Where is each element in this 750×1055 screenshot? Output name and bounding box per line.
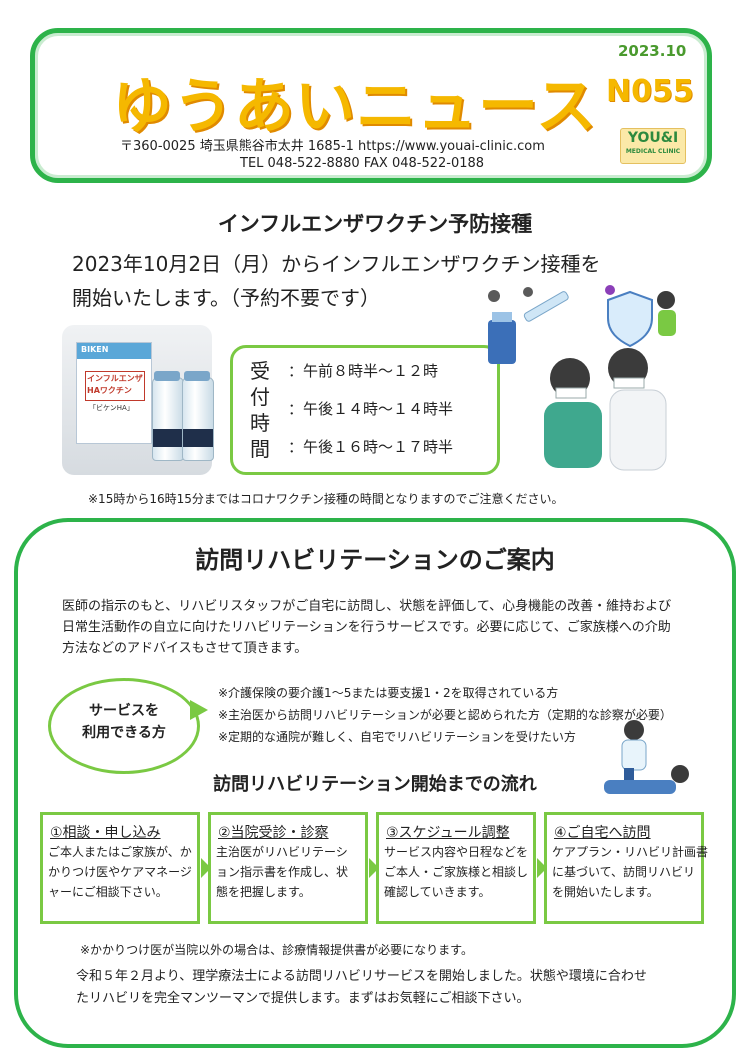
clinic-phone-fax: TEL 048-522-8880 FAX 048-522-0188 xyxy=(240,156,485,171)
vial xyxy=(152,377,184,461)
rehab-illustration xyxy=(604,720,689,794)
flow-step-line: を開始いたします。 xyxy=(552,885,659,899)
vaccine-note: ※15時から16時15分まではコロナワクチン接種の時間となりますのでご注意くださ… xyxy=(88,492,564,506)
referral-footnote: ※かかりつけ医が当院以外の場合は、診療情報提供書が必要になります。 xyxy=(80,943,473,957)
logo-text-top: YOU&I xyxy=(627,130,679,146)
reception-hours-box xyxy=(230,345,500,475)
flow-step-2 xyxy=(208,812,368,924)
bubble-line: サービスを xyxy=(89,703,159,719)
vial-label xyxy=(183,429,213,447)
vaccine-package: BIKEN インフルエンザHAワクチン 「ビケンHA」 xyxy=(76,342,152,444)
rehab-title: 訪問リハビリテーションのご案内 xyxy=(195,546,555,574)
virus-icon xyxy=(605,285,615,295)
rehab-closing-line: 令和５年２月より、理学療法士による訪問リハビリサービスを開始しました。状態や環境… xyxy=(76,969,647,984)
reception-label-char: 受 xyxy=(250,359,270,383)
flow-step-1 xyxy=(40,812,200,924)
rehab-description-line: 医師の指示のもと、リハビリスタッフがご自宅に訪問し、状態を評価して、心身機能の改… xyxy=(62,599,672,614)
rehab-description-line: 方法などのアドバイスもさせて頂きます。 xyxy=(62,641,308,656)
flow-arrow-icon xyxy=(369,858,379,878)
virus-icon xyxy=(523,287,533,297)
eligibility-condition: ※定期的な通院が難しく、自宅でリハビリテーションを受けたい方 xyxy=(218,730,576,744)
eligibility-bubble-text: サービスを 利用できる方 xyxy=(48,700,200,744)
syringe-icon xyxy=(523,291,569,322)
eligibility-condition: ※介護保険の要介護1～5または要支援1・2を取得されている方 xyxy=(218,686,559,700)
vaccine-title: インフルエンザワクチン予防接種 xyxy=(217,212,533,236)
clinic-logo: YOU&I MEDICAL CLINIC xyxy=(620,128,686,164)
header-frame xyxy=(30,28,712,183)
eligibility-bubble xyxy=(48,678,200,774)
flow-step-text: サービス内容や日程などを ご本人・ご家族様と相談し 確認していきます。 xyxy=(384,842,528,902)
package-band xyxy=(77,343,151,359)
vaccine-lead: 2023年10月2日（月）からインフルエンザワクチン接種を 開始いたします。（予… xyxy=(72,247,672,315)
flow-step-line: ョン指示書を作成し、状 xyxy=(216,865,349,879)
reception-label: 受 付 時 間 xyxy=(247,358,273,462)
vial xyxy=(182,377,214,461)
flow-step-text: 主治医がリハビリテーシ ョン指示書を作成し、状 態を把握します。 xyxy=(216,842,348,902)
vial-cap xyxy=(184,371,210,381)
vaccine-lead-line: 2023年10月2日（月）からインフルエンザワクチン接種を xyxy=(72,252,601,276)
reception-time: ：午後１６時～１７時半 xyxy=(288,438,454,456)
logo-text-bottom: MEDICAL CLINIC xyxy=(625,148,681,155)
therapist-icon xyxy=(624,720,644,740)
flow-title: 訪問リハビリテーション開始までの流れ xyxy=(213,774,537,795)
flow-step-heading: ②当院受診・診察 xyxy=(218,825,329,841)
reception-time: ：午後１４時～１４時半 xyxy=(288,400,454,418)
rehab-closing-line: たリハビリを完全マンツーマンで提供します。まずはお気軽にご相談下さい。 xyxy=(76,991,530,1006)
flow-step-heading: ④ご自宅へ訪問 xyxy=(554,825,651,841)
rehab-description: 医師の指示のもと、リハビリスタッフがご自宅に訪問し、状態を評価して、心身機能の改… xyxy=(62,596,702,659)
person-icon xyxy=(657,291,675,309)
package-sub: 「ビケンHA」 xyxy=(89,404,134,412)
flow-step-heading: ①相談・申し込み xyxy=(50,825,161,841)
package-brand: BIKEN xyxy=(81,345,109,354)
reception-label-char: 付 xyxy=(250,385,270,409)
flow-step-line: かりつけ医やケアマネージ xyxy=(48,865,192,879)
flow-step-line: 主治医がリハビリテーシ xyxy=(216,845,348,859)
vaccination-illustration xyxy=(488,285,676,471)
issue-number: N055 xyxy=(606,74,694,109)
flow-step-line: 確認していきます。 xyxy=(384,885,491,899)
masthead-title: ゆうあいニュース xyxy=(112,72,597,142)
eligibility-condition: ※主治医から訪問リハビリテーションが必要と認められた方（定期的な診察が必要） xyxy=(218,708,672,722)
rehab-closing: 令和５年２月より、理学療法士による訪問リハビリサービスを開始しました。状態や環境… xyxy=(76,966,676,1010)
package-name: インフルエンザHAワクチン xyxy=(87,374,143,395)
flow-step-line: に基づいて、訪問リハビリ xyxy=(552,865,696,879)
flow-step-line: サービス内容や日程などを xyxy=(384,845,529,859)
bubble-line: 利用できる方 xyxy=(82,725,166,741)
flow-step-4 xyxy=(544,812,704,924)
rehab-description-line: 日常生活動作の自立に向けたリハビリテーションを行うサービスです。必要に応じて、ご… xyxy=(62,620,671,635)
package-label xyxy=(85,371,145,401)
issue-date: 2023.10 xyxy=(618,42,687,60)
flow-step-line: ケアプラン・リハビリ計画書 xyxy=(552,845,709,859)
flow-step-text: ご本人またはご家族が、か かりつけ医やケアマネージ ャーにご相談下さい。 xyxy=(48,842,192,902)
flow-step-heading: ③スケジュール調整 xyxy=(386,825,510,841)
flow-step-text: ケアプラン・リハビリ計画書 に基づいて、訪問リハビリ を開始いたします。 xyxy=(552,842,708,902)
patient-icon xyxy=(671,765,689,783)
vial-label xyxy=(153,429,183,447)
flow-arrow-icon xyxy=(201,858,211,878)
virus-icon xyxy=(488,290,500,302)
reception-time: ：午前８時半～１２時 xyxy=(288,362,439,380)
vaccine-product-image: BIKEN インフルエンザHAワクチン 「ビケンHA」 xyxy=(62,325,214,475)
bubble-tail xyxy=(190,700,208,720)
clinic-address: 〒360-0025 埼玉県熊谷市太井 1685-1 https://www.yo… xyxy=(120,139,545,154)
reception-label-char: 時 xyxy=(250,411,270,435)
flow-step-line: ご本人またはご家族が、か xyxy=(48,845,192,859)
vaccine-lead-line: 開始いたします。（予約不要です） xyxy=(72,286,380,310)
vaccine-bottle-icon xyxy=(488,320,516,364)
flow-step-line: ご本人・ご家族様と相談し xyxy=(384,865,529,879)
flow-arrow-icon xyxy=(537,858,547,878)
shield-icon xyxy=(607,290,653,348)
flow-step-3 xyxy=(376,812,536,924)
reception-label-char: 間 xyxy=(250,437,270,461)
flow-step-line: ャーにご相談下さい。 xyxy=(48,885,168,899)
vial-cap xyxy=(154,371,180,381)
flow-step-line: 態を把握します。 xyxy=(216,885,311,899)
